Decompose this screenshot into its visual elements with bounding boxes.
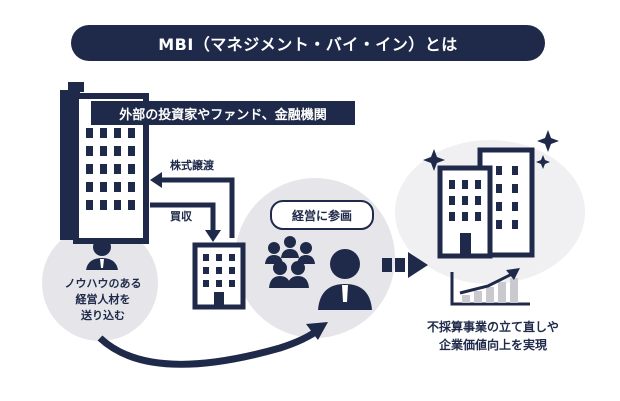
target-company-building-icon [192, 242, 246, 310]
talent-text-line-3: 送り込む [81, 309, 125, 322]
revitalized-company-icon [437, 147, 535, 259]
talent-text-line-2: 経営人材を [75, 293, 131, 306]
send-talent-arrowhead [306, 322, 328, 340]
sparkle-icon [536, 155, 550, 169]
outcome-text-line-1: 不採算事業の立て直しや [427, 320, 559, 334]
result-arrow-icon [382, 252, 428, 278]
sparkle-icon [537, 130, 559, 152]
team-group-icon [265, 236, 315, 288]
acquisition-label: 買収 [170, 210, 192, 223]
left-person-circle [42, 225, 158, 341]
acquisition-arrowhead [205, 230, 221, 242]
management-participation-badge: 経営に参画 [270, 200, 374, 230]
investor-tower-icon [60, 82, 149, 244]
send-talent-curve-arrow [97, 327, 321, 368]
incoming-manager-icon [318, 249, 372, 310]
sparkle-icon [423, 149, 445, 171]
page-title: MBI（マネジメント・バイ・イン）とは [71, 25, 545, 61]
share-transfer-arrow [160, 177, 235, 238]
share-transfer-label: 株式譲渡 [170, 159, 214, 172]
growth-chart-icon [450, 268, 530, 306]
outcome-text-line-2: 企業価値向上を実現 [438, 338, 547, 352]
share-transfer-arrowhead [150, 172, 162, 188]
manager-person-icon [86, 238, 118, 270]
talent-text-line-1: ノウハウのある [64, 277, 142, 290]
external-party-label: 外部の投資家やファンド、金融機関 [91, 101, 355, 125]
acquisition-arrow [150, 202, 216, 232]
